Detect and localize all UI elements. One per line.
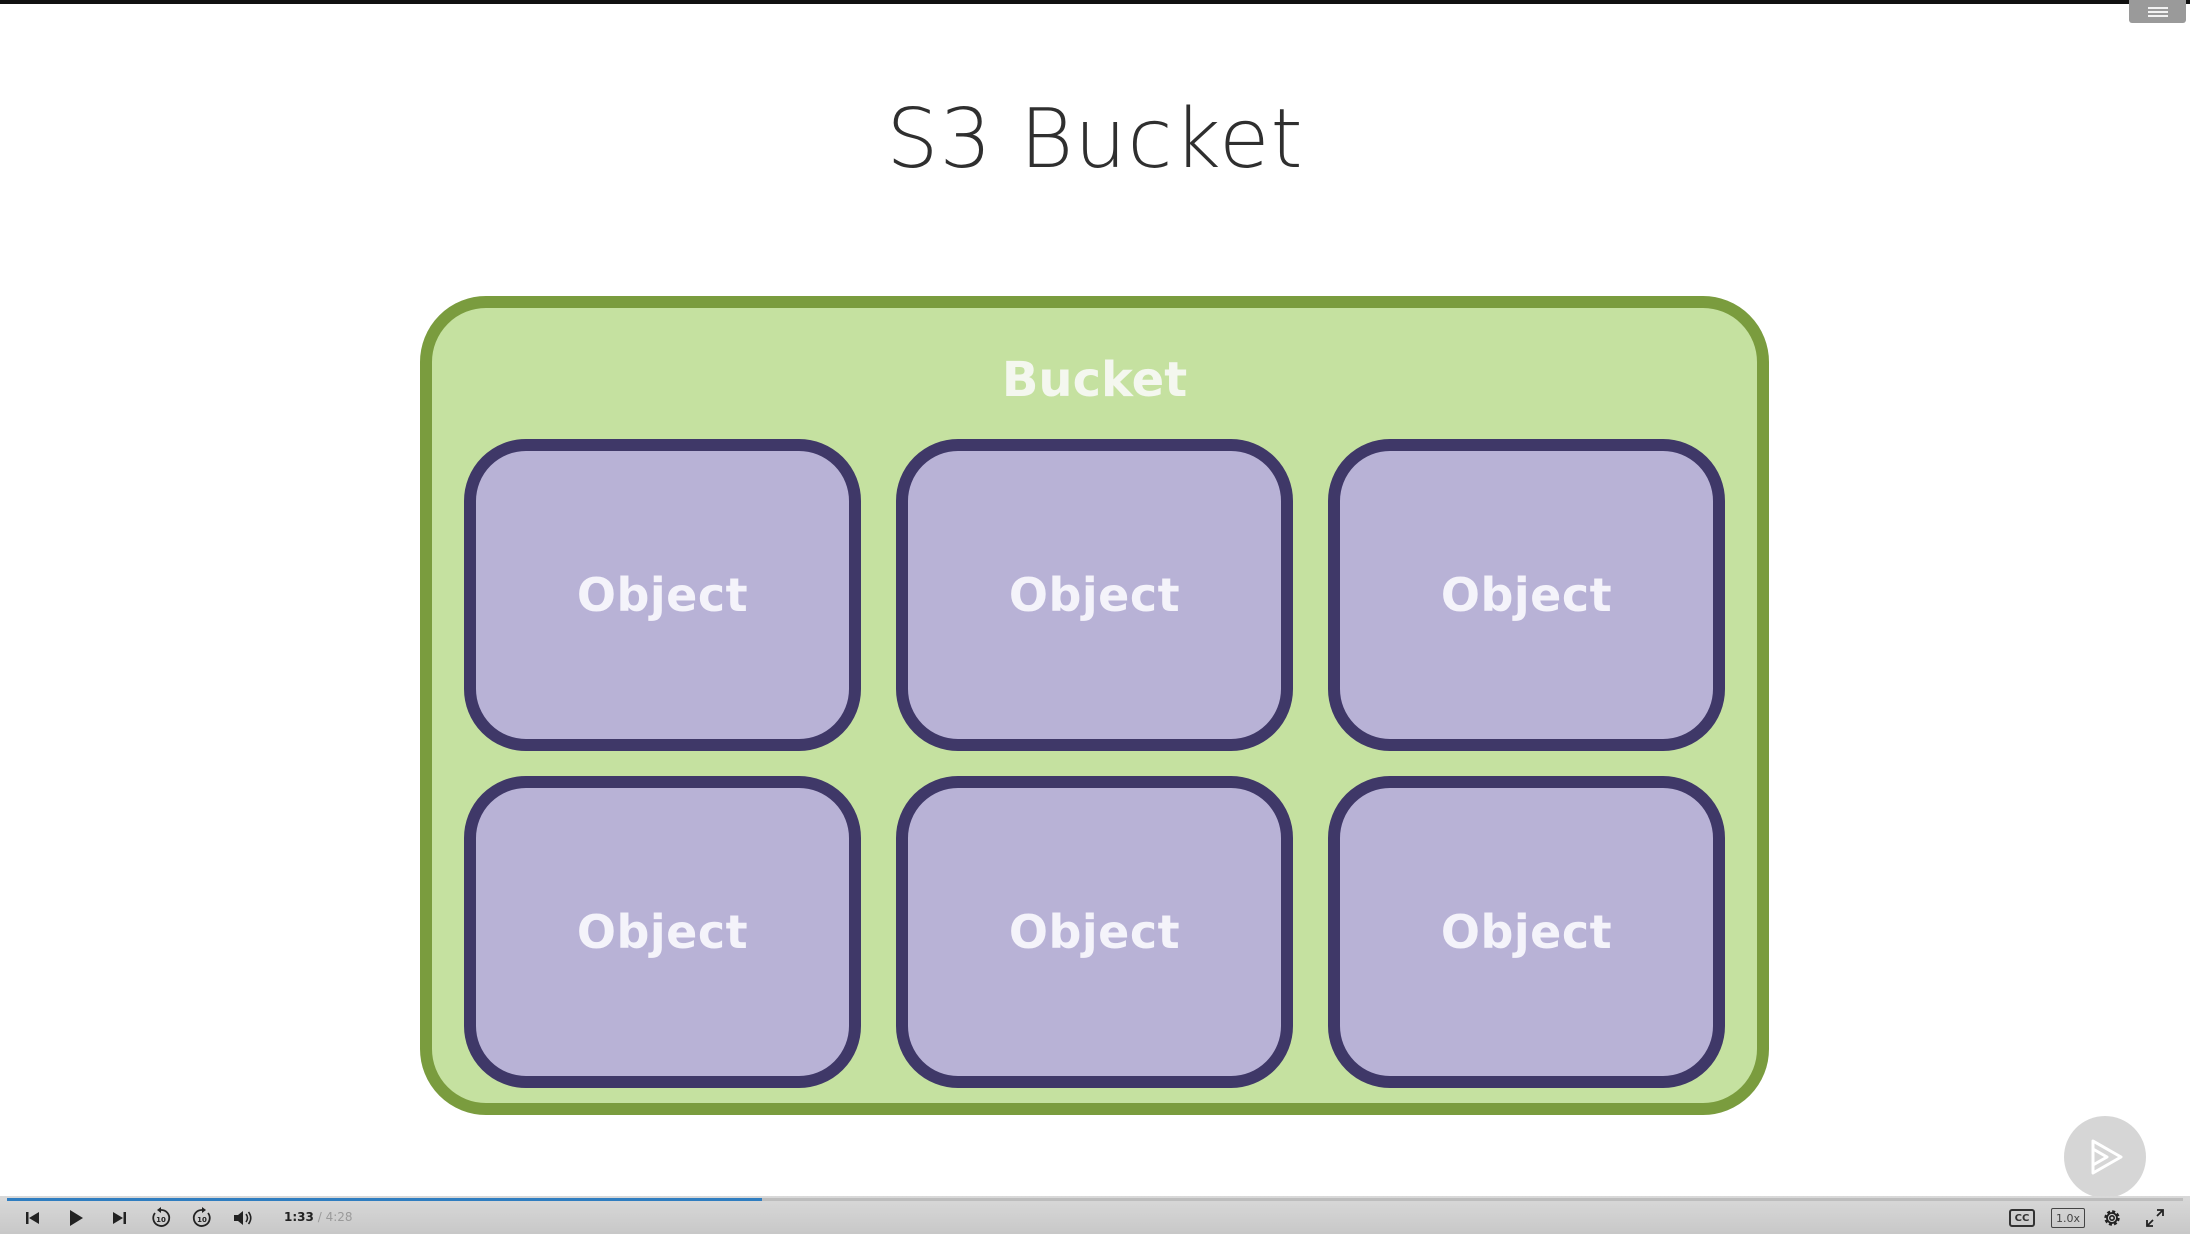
object-label: Object <box>576 905 749 959</box>
menu-icon <box>2147 6 2168 17</box>
svg-text:10: 10 <box>197 1216 207 1224</box>
bucket-label: Bucket <box>1001 352 1188 408</box>
current-time: 1:33 <box>284 1210 314 1224</box>
forward-10-button[interactable]: 10 <box>190 1207 214 1229</box>
bucket-box: Bucket Object Object Object Object Objec… <box>420 296 1769 1115</box>
object-tile: Object <box>896 776 1293 1088</box>
object-label: Object <box>1440 568 1613 622</box>
object-label: Object <box>1440 905 1613 959</box>
svg-text:10: 10 <box>156 1216 166 1224</box>
forward-10-icon: 10 <box>192 1207 211 1227</box>
fullscreen-button[interactable] <box>2143 1207 2167 1229</box>
object-tile: Object <box>464 439 861 751</box>
settings-button[interactable] <box>2100 1207 2124 1229</box>
object-tile: Object <box>1328 776 1725 1088</box>
rewind-10-icon: 10 <box>152 1207 171 1227</box>
object-label: Object <box>576 568 749 622</box>
skip-forward-button[interactable] <box>108 1207 130 1229</box>
object-grid: Object Object Object Object Object Objec… <box>464 439 1725 1088</box>
object-tile: Object <box>464 776 861 1088</box>
play-button[interactable] <box>65 1207 87 1229</box>
next-clip-button[interactable] <box>2064 1116 2146 1198</box>
volume-button[interactable] <box>231 1207 255 1229</box>
captions-icon: CC <box>2009 1209 2035 1227</box>
play-icon <box>70 1210 83 1226</box>
skip-forward-icon <box>113 1212 126 1224</box>
menu-button[interactable] <box>2129 0 2186 23</box>
object-label: Object <box>1008 905 1181 959</box>
slide-title: S3 Bucket <box>886 92 1304 187</box>
time-readout: 1:33 / 4:28 <box>284 1210 353 1224</box>
settings-gear-icon <box>2104 1210 2120 1226</box>
object-tile: Object <box>1328 439 1725 751</box>
captions-button[interactable]: CC <box>2008 1207 2036 1229</box>
skip-back-button[interactable] <box>22 1207 44 1229</box>
volume-icon <box>234 1211 252 1225</box>
object-label: Object <box>1008 568 1181 622</box>
progress-fill <box>7 1198 763 1201</box>
control-bar <box>0 1196 2190 1234</box>
duration: 4:28 <box>325 1210 353 1224</box>
time-separator: / <box>317 1210 322 1224</box>
next-clip-play-icon <box>2091 1139 2123 1175</box>
fullscreen-icon <box>2146 1209 2164 1227</box>
rewind-10-button[interactable]: 10 <box>149 1207 173 1229</box>
progress-bar[interactable] <box>7 1198 2183 1201</box>
playback-speed-button[interactable]: 1.0x <box>2050 1207 2086 1229</box>
speed-label: 1.0x <box>2051 1208 2085 1228</box>
object-tile: Object <box>896 439 1293 751</box>
skip-back-icon <box>26 1212 39 1224</box>
top-border <box>0 0 2190 4</box>
